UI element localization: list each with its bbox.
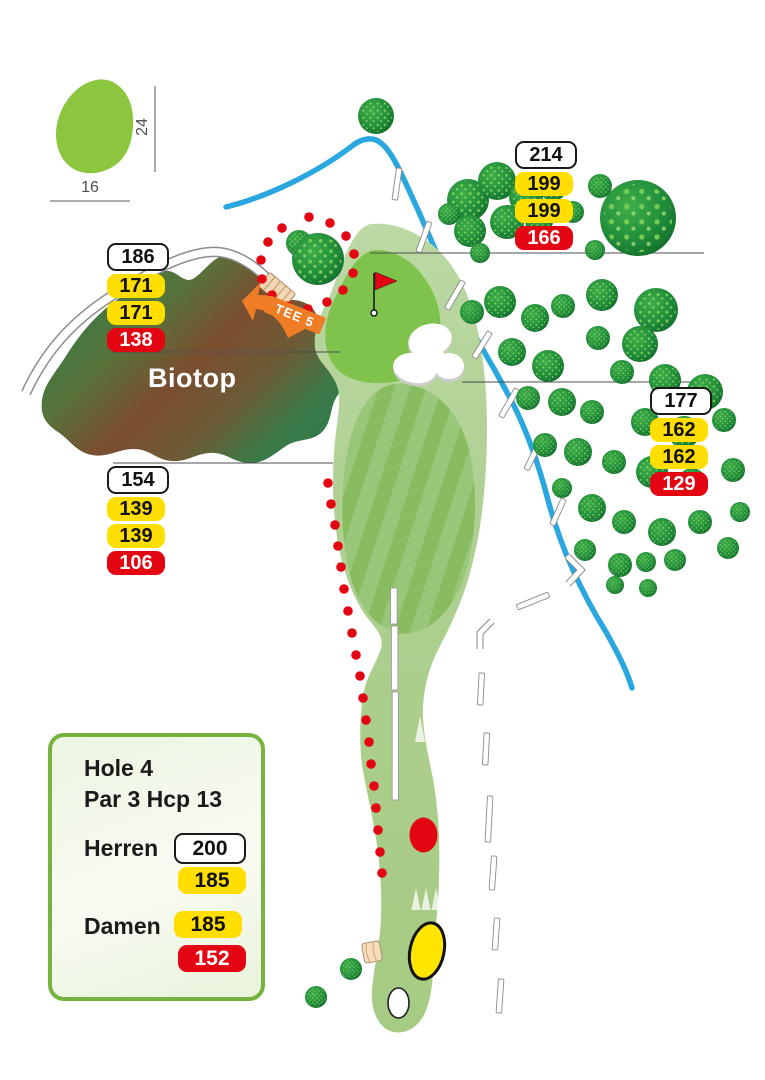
bunker — [393, 323, 464, 387]
damen-label: Damen — [84, 913, 161, 939]
distance-marker-214: 214 199 199 166 — [515, 141, 577, 250]
damen-yellow-distance: 185 — [174, 911, 242, 938]
distance-yellow-tee: 162 — [650, 418, 708, 442]
distance-yellow-tee: 199 — [515, 199, 573, 223]
biotop-label: Biotop — [148, 363, 237, 393]
dashed-cart-path — [391, 167, 586, 1014]
white-tee — [387, 987, 410, 1019]
distance-yellow-tee: 139 — [107, 497, 165, 521]
distance-yellow-tee: 199 — [515, 172, 573, 196]
distance-marker-154: 154 139 139 106 — [107, 466, 169, 575]
mow-triangles — [411, 716, 460, 910]
distance-yellow-tee: 171 — [107, 274, 165, 298]
distance-marker-186: 186 171 171 138 — [107, 243, 169, 352]
hole-info-box: Hole 4 Par 3 Hcp 13 Herren 200 185 Damen… — [48, 733, 265, 1001]
distance-white-tee: 154 — [107, 466, 169, 494]
red-tee — [409, 817, 438, 853]
hole-title: Hole 4 — [84, 755, 154, 781]
fairway-footpath — [390, 587, 399, 801]
distance-red-tee: 129 — [650, 472, 708, 496]
legend-height-label: 24 — [134, 118, 151, 136]
biotop-area — [41, 253, 351, 464]
distance-yellow-tee: 162 — [650, 445, 708, 469]
hazard-dots-line — [323, 478, 387, 878]
legend-width-label: 16 — [81, 179, 99, 196]
distance-red-tee: 166 — [515, 226, 573, 250]
distance-yellow-tee: 139 — [107, 524, 165, 548]
herren-label: Herren — [84, 835, 159, 861]
herren-yellow-distance: 185 — [178, 867, 246, 894]
flag-icon — [370, 271, 398, 317]
distance-yellow-tee: 171 — [107, 301, 165, 325]
distance-marker-177: 177 162 162 129 — [650, 387, 712, 496]
distance-white-tee: 177 — [650, 387, 712, 415]
hole-par-hcp: Par 3 Hcp 13 — [84, 786, 223, 812]
distance-red-tee: 138 — [107, 328, 165, 352]
damen-red-distance: 152 — [178, 945, 246, 972]
legend-green-shape — [50, 79, 156, 202]
ball-washer — [361, 940, 383, 964]
fairway-stripes — [342, 383, 475, 634]
yellow-tee — [407, 921, 447, 981]
distance-white-tee: 186 — [107, 243, 169, 271]
distance-white-tee: 214 — [515, 141, 577, 169]
distance-red-tee: 106 — [107, 551, 165, 575]
herren-white-distance: 200 — [174, 833, 246, 864]
